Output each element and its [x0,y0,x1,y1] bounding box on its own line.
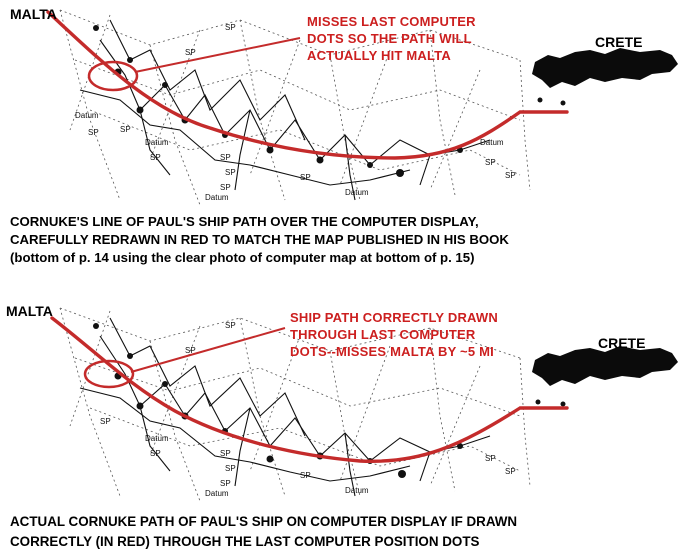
annotation-pointer-top [134,37,301,73]
map-mark: SP [225,321,236,330]
caption-bottom: ACTUAL CORNUKE PATH OF PAUL'S SHIP ON CO… [10,514,518,549]
map-mark: Datum [145,138,169,147]
caption-top: CORNUKE'S LINE OF PAUL'S SHIP PATH OVER … [10,214,509,265]
map-mark: SP [220,153,231,162]
map-text-marks-top: Datum SP SP Datum SP SP SP SP Datum SP D… [75,23,516,202]
map-mark: SP [220,183,231,192]
map-text-marks-bottom: SP Datum SP SP SP SP Datum SP Datum SP S… [100,321,516,498]
map-mark: SP [100,417,111,426]
map-mark: Datum [205,489,229,498]
map-mark: SP [220,449,231,458]
crete-island [532,48,678,88]
map-mark: SP [225,168,236,177]
map-mark: Datum [345,188,369,197]
map-mark: SP [300,173,311,182]
map-mark: SP [120,125,131,134]
computer-display-map-bottom: SP Datum SP SP SP SP Datum SP Datum SP S… [50,307,678,502]
map-mark: SP [225,23,236,32]
annotation-note-bottom: SHIP PATH CORRECTLY DRAWN THROUGH LAST C… [290,310,498,359]
track-dots-top [93,25,566,177]
highlight-circle-top [87,60,139,92]
malta-label: MALTA [6,303,53,319]
map-panel-bottom: SP Datum SP SP SP SP Datum SP Datum SP S… [0,296,700,506]
map-mark: Datum [205,193,229,202]
map-mark: SP [300,471,311,480]
malta-label: MALTA [10,6,57,22]
map-panel-top: Datum SP SP Datum SP SP SP SP Datum SP D… [0,0,700,212]
map-mark: SP [88,128,99,137]
map-mark: Datum [345,486,369,495]
map-mark: SP [150,449,161,458]
map-mark: SP [485,158,496,167]
map-mark: SP [150,153,161,162]
map-mark: SP [220,479,231,488]
computer-display-map-top: Datum SP SP Datum SP SP SP SP Datum SP D… [46,9,678,206]
crete-island [532,346,678,386]
map-mark: Datum [145,434,169,443]
corrected-ship-path-bottom [50,316,569,464]
annotation-pointer-bottom [130,327,286,373]
annotation-note-top: MISSES LAST COMPUTER DOTS SO THE PATH WI… [307,14,476,63]
map-mark: SP [225,464,236,473]
crete-label: CRETE [598,335,646,351]
map-mark: SP [485,454,496,463]
map-mark: SP [185,48,196,57]
highlight-circle-bottom [83,359,135,389]
crete-label: CRETE [595,34,643,50]
map-mark: SP [185,346,196,355]
map-mark: SP [505,467,516,476]
map-mark: SP [505,171,516,180]
map-mark: Datum [75,111,99,120]
map-mark: Datum [480,138,504,147]
cornuke-ship-path-top [46,10,569,160]
